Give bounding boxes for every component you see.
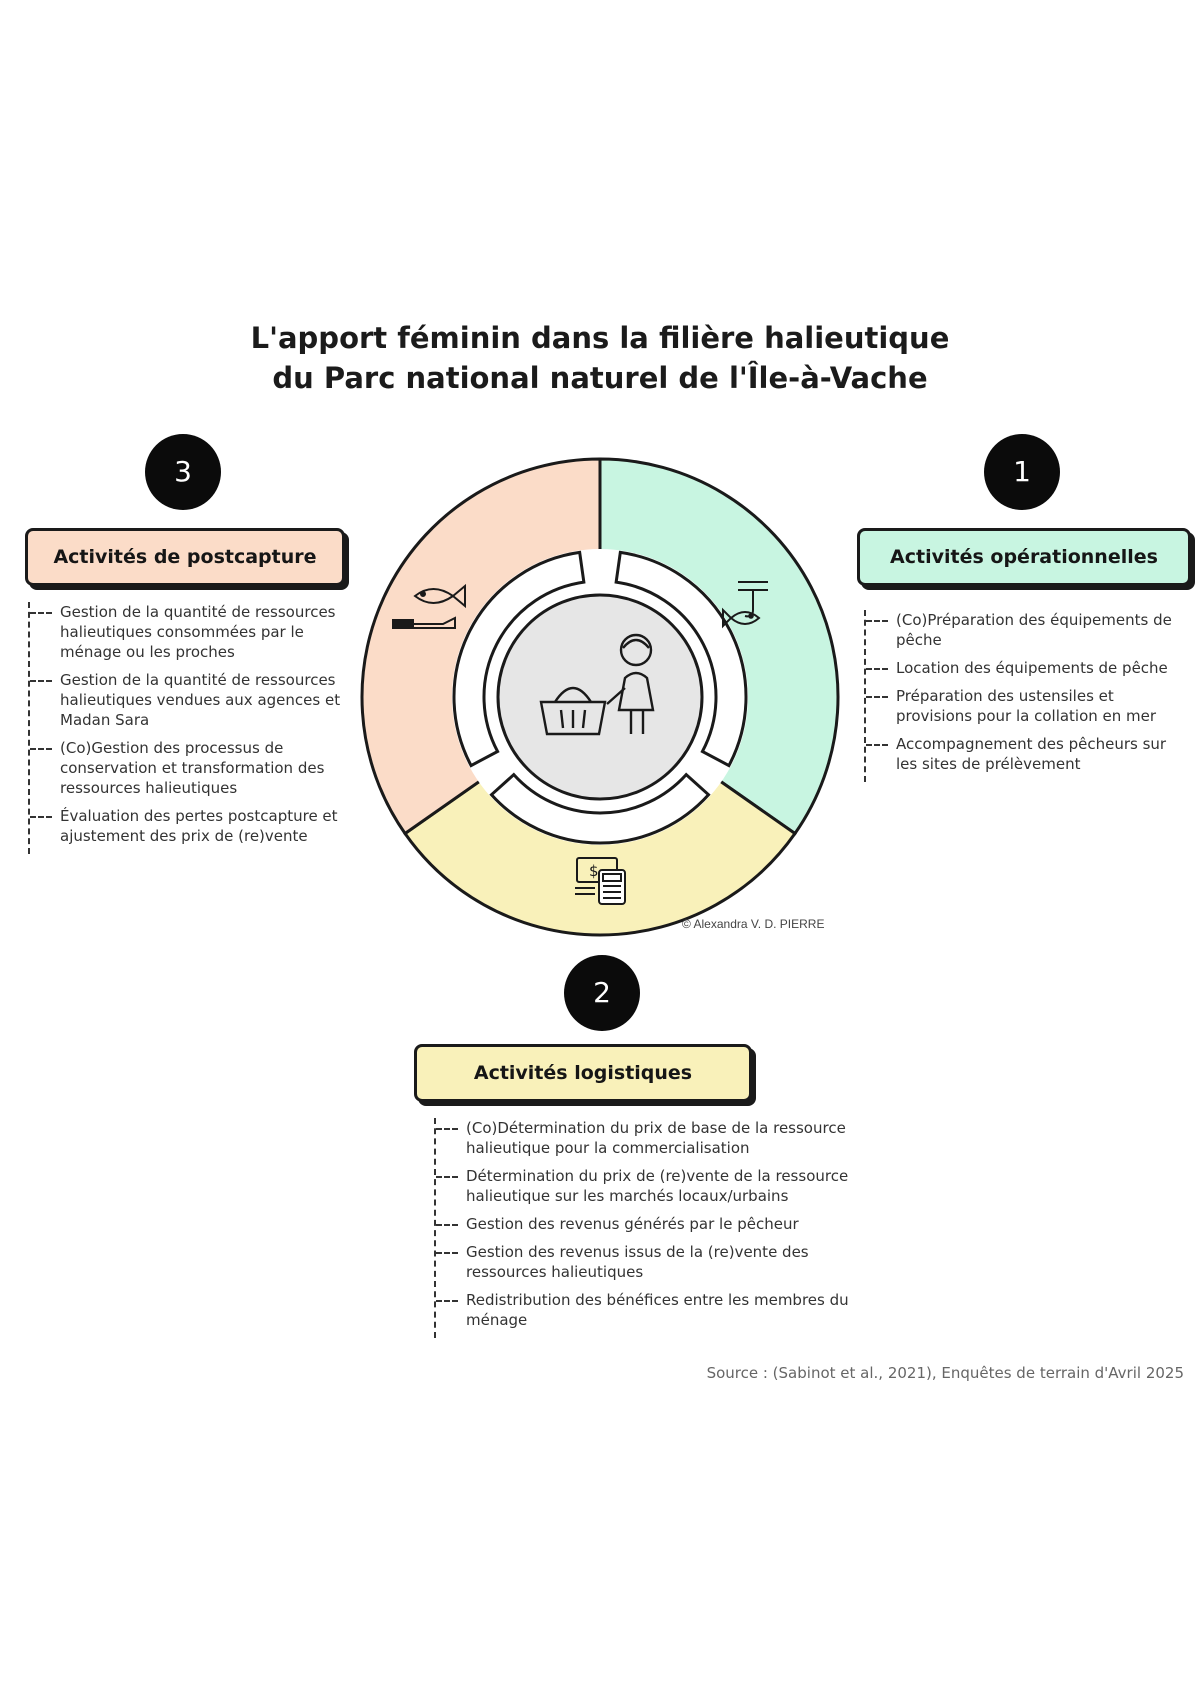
- badge-logistic: 2: [564, 955, 640, 1031]
- money-calculator-icon: $: [575, 857, 626, 905]
- badge-postcapture: 3: [145, 434, 221, 510]
- list-item: Détermination du prix de (re)vente de la…: [436, 1166, 886, 1206]
- operational-connector: [864, 610, 866, 782]
- list-item: Location des équipements de pêche: [866, 658, 1188, 678]
- list-item: Gestion des revenus issus de la (re)vent…: [436, 1242, 886, 1282]
- list-item: Gestion des revenus générés par le pêche…: [436, 1214, 886, 1234]
- list-item: (Co)Préparation des équipements de pêche: [866, 610, 1188, 650]
- fish-and-knife-icon: [392, 583, 466, 629]
- title-line-1: L'apport féminin dans la filière halieut…: [250, 321, 950, 355]
- list-item: Gestion de la quantité de ressources hal…: [30, 602, 360, 662]
- operational-list: (Co)Préparation des équipements de pêche…: [864, 610, 1188, 782]
- operational-title-box: Activités opérationnelles: [857, 528, 1191, 586]
- postcapture-title-box: Activités de postcapture: [25, 528, 345, 586]
- postcapture-title: Activités de postcapture: [53, 546, 317, 568]
- source-note: Source : (Sabinot et al., 2021), Enquête…: [706, 1364, 1184, 1382]
- page-title: L'apport féminin dans la filière halieut…: [0, 318, 1200, 398]
- title-line-2: du Parc national naturel de l'Île-à-Vach…: [272, 361, 928, 395]
- logistic-title-box: Activités logistiques: [414, 1044, 752, 1102]
- list-item: Accompagnement des pêcheurs sur les site…: [866, 734, 1188, 774]
- woman-with-basket-icon: [539, 633, 655, 736]
- postcapture-connector: [28, 602, 30, 854]
- inner-arc-logistic: [489, 772, 711, 845]
- logistic-list: (Co)Détermination du prix de base de la …: [434, 1118, 886, 1338]
- badge-operational: 1: [984, 434, 1060, 510]
- center-circle: [496, 593, 704, 801]
- svg-text:$: $: [589, 862, 599, 880]
- postcapture-list: Gestion de la quantité de ressources hal…: [28, 602, 360, 854]
- inner-arc-operational: [614, 550, 748, 768]
- list-item: (Co)Gestion des processus de conservatio…: [30, 738, 360, 798]
- operational-title: Activités opérationnelles: [890, 546, 1158, 568]
- list-item: Redistribution des bénéfices entre les m…: [436, 1290, 886, 1330]
- list-item: Évaluation des pertes postcapture et aju…: [30, 806, 360, 846]
- fishing-hook-fish-icon: [722, 581, 768, 629]
- logistic-connector: [434, 1118, 436, 1338]
- activity-cycle-diagram: $: [360, 457, 840, 937]
- diagram-credit: © Alexandra V. D. PIERRE: [682, 917, 825, 931]
- logistic-title: Activités logistiques: [473, 1062, 693, 1084]
- list-item: Préparation des ustensiles et provisions…: [866, 686, 1188, 726]
- list-item: (Co)Détermination du prix de base de la …: [436, 1118, 886, 1158]
- list-item: Gestion de la quantité de ressources hal…: [30, 670, 360, 730]
- inner-arc-postcapture: [452, 550, 586, 768]
